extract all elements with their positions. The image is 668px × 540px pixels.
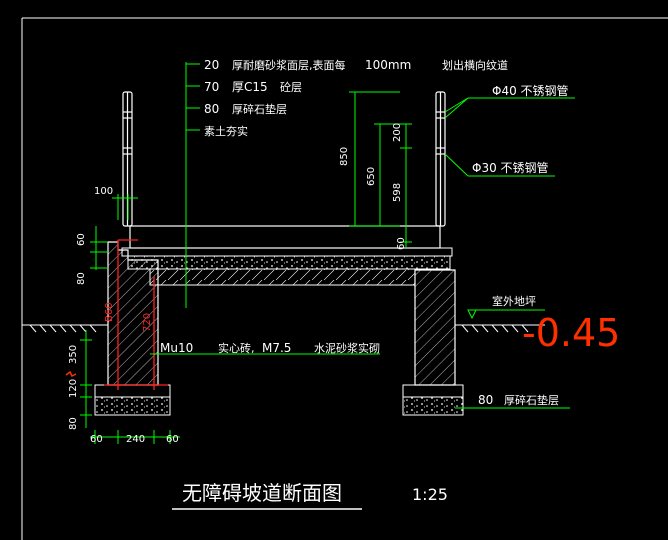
red-handmark-left	[65, 370, 77, 378]
red-dim-720: 720	[142, 313, 153, 332]
red-dim-b60: B60	[104, 302, 115, 322]
dim-60-left: 60	[76, 233, 87, 246]
handwritten-elevation: -0.45	[522, 311, 620, 355]
pipe-top-label: Φ40 不锈钢管	[492, 83, 569, 98]
layer1-text: 厚耐磨砂浆面层,表面每	[232, 58, 346, 72]
pipe-leaders	[444, 97, 575, 177]
right-gravel-text: 厚碎石垫层	[504, 393, 559, 407]
dim-base-240: 240	[126, 434, 145, 445]
wall-note-brick: 实心砖,	[218, 341, 255, 355]
wall-note-mortar: M7.5	[262, 341, 291, 355]
red-wall-outline	[104, 239, 168, 390]
ground-line-right	[455, 324, 545, 333]
right-gravel-num: 80	[478, 393, 493, 407]
layer2-text: 厚C15	[232, 80, 268, 94]
dim-200: 200	[392, 123, 403, 142]
layer4-text: 素土夯实	[204, 124, 248, 138]
outdoor-ground-label: 室外地坪	[492, 294, 536, 308]
dim-80-bottom: 80	[68, 417, 79, 430]
dim-80-left: 80	[76, 272, 87, 285]
dim-120: 120	[68, 379, 79, 398]
layer2-tail: 砼层	[280, 81, 302, 94]
drawing-title: 无障碍坡道断面图	[182, 481, 342, 505]
right-handrail	[435, 91, 446, 227]
layer3-num: 80	[204, 102, 219, 116]
dim-60-right: 60	[396, 237, 407, 250]
drawing-scale: 1:25	[412, 485, 448, 504]
dim-100: 100	[94, 186, 113, 197]
left-dimension-lines	[80, 194, 180, 444]
dim-350: 350	[68, 345, 79, 364]
dim-850: 850	[339, 147, 350, 166]
outdoor-ground-marker	[467, 309, 545, 320]
dim-base-60-right: 60	[166, 434, 179, 445]
height-dimension-lines	[349, 91, 412, 248]
layer-leader	[185, 62, 200, 308]
dim-650: 650	[366, 167, 377, 186]
pipe-mid-label: Φ30 不锈钢管	[472, 160, 549, 175]
layer3-text: 厚碎石垫层	[232, 102, 287, 116]
layer2-num: 70	[204, 80, 219, 94]
ground-line-left	[22, 324, 108, 333]
layer1-num: 20	[204, 58, 219, 72]
wall-note-mu: Mu10	[160, 341, 193, 355]
layer1-spacing: 100mm	[365, 58, 411, 72]
right-brick-wall	[402, 269, 464, 416]
dim-base-60-left: 60	[90, 434, 103, 445]
layer1-tail: 划出横向纹道	[442, 58, 508, 72]
drawing-frame	[21, 17, 668, 540]
wall-note-tail: 水泥砂浆实砌	[314, 341, 380, 355]
ramp-slab	[121, 225, 453, 286]
dim-598: 598	[392, 183, 403, 202]
